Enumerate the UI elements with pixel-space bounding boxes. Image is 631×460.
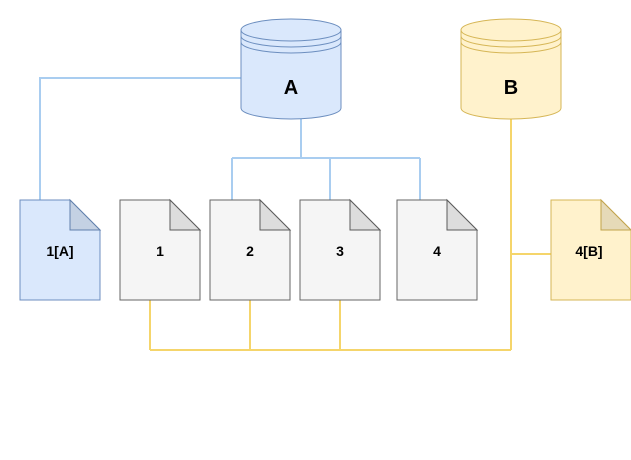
document-1-fold [169, 198, 202, 231]
document-4[interactable]: 4 [396, 198, 479, 301]
document-3-label: 3 [336, 243, 344, 259]
document-2[interactable]: 2 [209, 198, 292, 301]
document-1-label: 1 [156, 243, 164, 259]
document-3[interactable]: 3 [299, 198, 382, 301]
database-a[interactable]: A [240, 18, 342, 120]
database-a-ring-2 [240, 41, 342, 54]
database-a-label: A [284, 77, 298, 99]
document-4-label: 4 [433, 243, 441, 259]
document-4-fold [446, 198, 479, 231]
document-1a-label: 1[A] [46, 243, 73, 259]
database-a-ring-1 [240, 35, 342, 48]
database-b-top [460, 18, 562, 42]
database-b-label: B [504, 77, 518, 99]
document-4b-fold [600, 198, 631, 231]
connector-a-to-1a [39, 77, 241, 200]
database-a-top [240, 18, 342, 42]
document-4b[interactable]: 4[B] [550, 198, 631, 301]
database-b-ring-1 [460, 35, 562, 48]
database-b-ring-2 [460, 41, 562, 54]
database-b[interactable]: B [460, 18, 562, 120]
document-1a-fold [69, 198, 102, 231]
yellow-connectors [149, 119, 551, 351]
document-2-fold [259, 198, 292, 231]
document-1a[interactable]: 1[A] [19, 198, 102, 301]
blue-connectors [39, 77, 421, 200]
database-b-body [460, 30, 562, 120]
document-1[interactable]: 1 [119, 198, 202, 301]
database-a-body [240, 30, 342, 120]
document-3-fold [349, 198, 382, 231]
document-4b-label: 4[B] [575, 243, 602, 259]
document-2-label: 2 [246, 243, 254, 259]
